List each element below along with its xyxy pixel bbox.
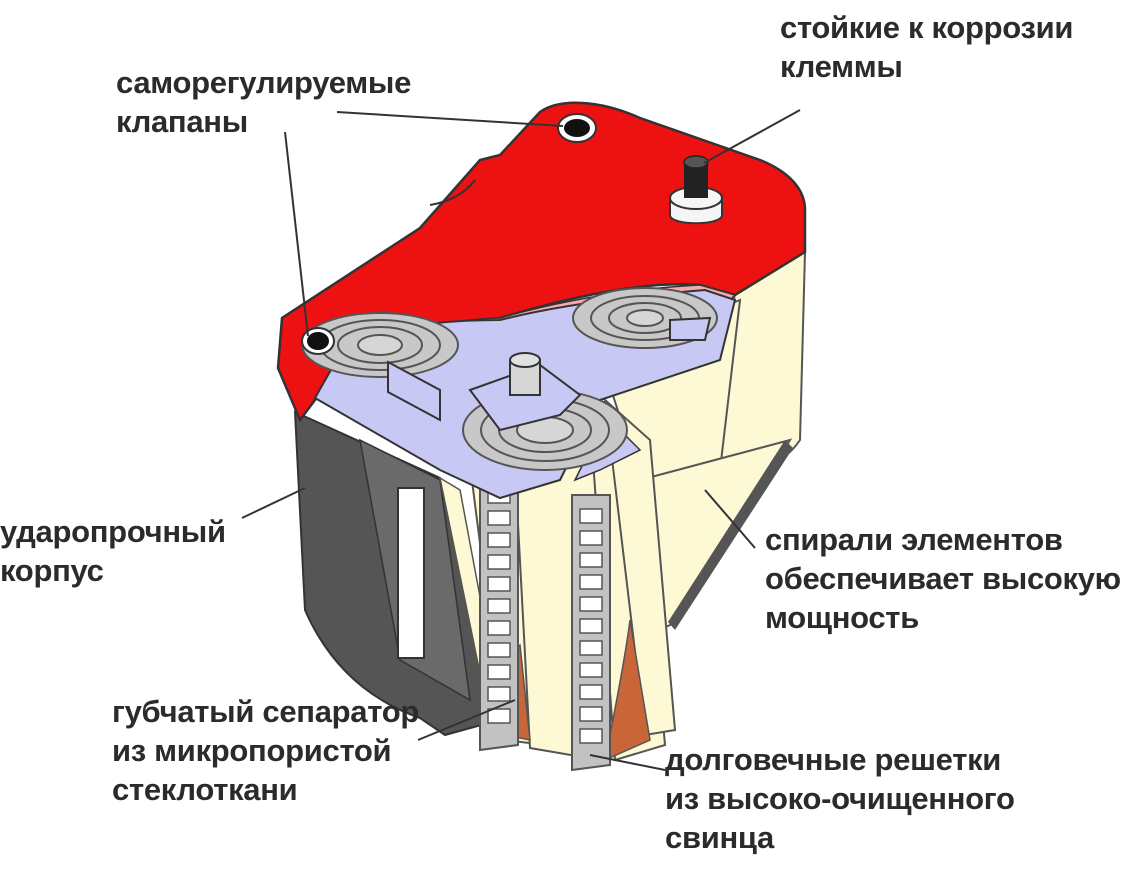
valves-label: саморегулируемые клапаны xyxy=(116,65,412,139)
cell-spiral-layers xyxy=(468,397,677,771)
case-label: ударопрочный корпус xyxy=(0,514,226,588)
cell-connectors xyxy=(387,316,712,432)
terminals-label: стойкие к коррозии клеммы xyxy=(780,10,1074,84)
separator-label: губчатый сепаратор из микропористой стек… xyxy=(112,694,419,807)
terminal-post xyxy=(669,155,723,225)
valves xyxy=(301,113,597,355)
impact-resistant-case xyxy=(293,410,506,737)
grids-label: долговечные решетки из высоко-очищенного… xyxy=(665,742,1015,855)
spirals-label: спирали элементов обеспечивает высокую м… xyxy=(765,522,1121,635)
leader-lines xyxy=(241,109,801,771)
